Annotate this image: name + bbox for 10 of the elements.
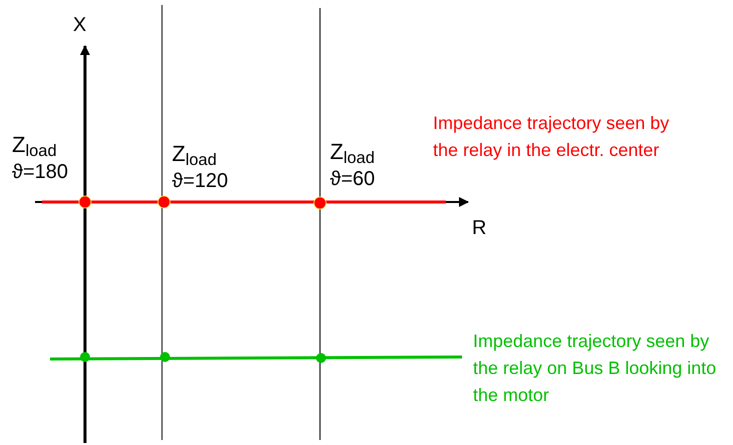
angle-label: ϑ=60	[330, 167, 375, 192]
axis-label: R	[472, 216, 486, 241]
trajectory-note: Impedance trajectory seen by the relay in the electr. center	[433, 112, 670, 162]
trajectory-note: Impedance trajectory seen by the relay on Bus B looking into the motor	[473, 330, 718, 407]
axis-label: X	[73, 13, 86, 38]
impedance-label: Z$_{load}$	[172, 140, 217, 170]
angle-label: ϑ=180	[12, 160, 68, 185]
angle-label: ϑ=120	[172, 169, 228, 194]
impedance-label: Z$_{load}$	[330, 138, 375, 168]
impedance-label: Z$_{load}$	[12, 131, 57, 161]
